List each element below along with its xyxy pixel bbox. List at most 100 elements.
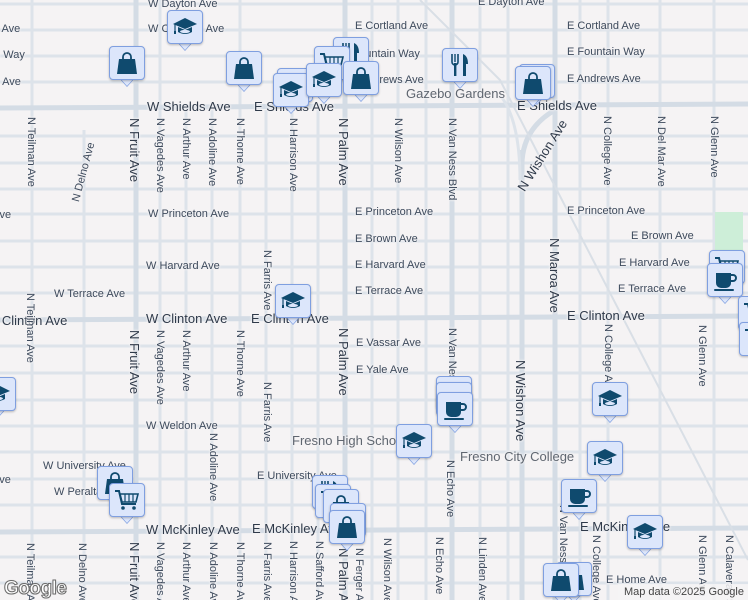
street-label: E Terrace Ave [618, 283, 687, 295]
street-label: W Weldon Ave [146, 420, 218, 432]
cafe-marker[interactable] [437, 392, 473, 436]
google-logo[interactable]: Google [3, 578, 67, 600]
marker-body[interactable] [273, 73, 309, 107]
marker-body[interactable] [226, 51, 262, 85]
marker-pointer-fill [177, 41, 193, 50]
marker-body[interactable] [109, 483, 145, 517]
shopping-marker[interactable] [226, 51, 262, 95]
street-label: E Terrace Ave [355, 285, 424, 297]
marker-body[interactable] [515, 66, 551, 100]
street-label: N Thorne Ave [234, 118, 246, 185]
shopping-marker[interactable] [543, 563, 579, 600]
shopping-marker[interactable] [109, 46, 145, 90]
street-label: E Brown Ave [631, 230, 694, 242]
school-marker[interactable] [396, 424, 432, 468]
coffee-cup-icon [442, 396, 468, 422]
poi-label-fresno-high-school[interactable]: Fresno High School [292, 433, 407, 448]
street-label: N Teilman Ave [25, 117, 37, 187]
marker-body[interactable] [543, 563, 579, 597]
street-label: N Arthur Ave [180, 330, 192, 392]
street-label: E Princeton Ave [567, 205, 646, 217]
cafe-marker[interactable] [707, 263, 743, 307]
marker-body[interactable] [587, 441, 623, 475]
marker-body[interactable] [442, 48, 478, 82]
marker-body[interactable] [275, 284, 311, 318]
marker-body[interactable] [396, 424, 432, 458]
street-label: N Palm Ave [336, 118, 351, 186]
street-label: E Cortland Ave [567, 20, 641, 32]
marker-body[interactable] [627, 515, 663, 549]
street-label: E Harvard Ave [355, 259, 426, 271]
marker-pointer-fill [525, 97, 541, 106]
marker-body[interactable] [167, 10, 203, 44]
marker-body[interactable] [0, 377, 16, 411]
marker-pointer-fill [717, 294, 733, 303]
coffee-cup-icon [566, 483, 592, 509]
street-label: N Adoline Ave [207, 433, 219, 502]
street-label: W Terrace Ave [54, 288, 126, 300]
marker-body[interactable] [109, 46, 145, 80]
marker-pointer-fill [447, 423, 463, 432]
street-label: W Princeton Ave [0, 209, 12, 221]
marker-pointer-fill [406, 455, 422, 464]
graduation-cap-icon [401, 428, 427, 454]
school-marker[interactable] [587, 441, 623, 485]
school-marker[interactable] [627, 515, 663, 559]
school-marker[interactable] [306, 63, 342, 107]
graduation-cap-icon [0, 381, 11, 407]
street-label: N Vagedes Ave [154, 118, 166, 193]
street-label: N Glenn Ave [708, 116, 720, 178]
shopping-marker[interactable] [343, 61, 379, 105]
cafe-marker[interactable] [561, 479, 597, 523]
street-label: N Thorne Ave [234, 542, 246, 600]
shopping-cart-icon [743, 300, 748, 326]
shopping-bag-icon [548, 567, 574, 593]
coffee-cup-icon [712, 267, 738, 293]
marker-body[interactable] [437, 392, 473, 426]
street-label: E Yale Ave [356, 364, 409, 376]
marker-pointer-fill [597, 472, 613, 481]
school-marker[interactable] [592, 382, 628, 426]
marker-body[interactable] [343, 61, 379, 95]
shopping-marker[interactable] [515, 66, 551, 110]
marker-body[interactable] [561, 479, 597, 513]
marker-body[interactable] [739, 322, 748, 356]
street-label: E Vassar Ave [356, 337, 422, 349]
street-label: N Adoline Ave [206, 118, 218, 187]
street-label: N Glenn Ave [696, 535, 708, 597]
marker-body[interactable] [592, 382, 628, 416]
marker-pointer-fill [119, 514, 135, 523]
school-marker[interactable] [275, 284, 311, 328]
street-label: N Arthur Ave [180, 542, 192, 600]
poi-label-fresno-city-college[interactable]: Fresno City College [460, 449, 575, 464]
street-label: N Vagedes Ave [154, 542, 166, 600]
school-marker[interactable] [167, 10, 203, 54]
shopping-bag-icon [114, 50, 140, 76]
street-label: N Palm Ave [336, 328, 351, 396]
street-label: N Fruit Ave [127, 118, 142, 183]
marker-body[interactable] [707, 263, 743, 297]
shopping-marker[interactable] [329, 510, 365, 554]
street-label: N Teilman Ave [24, 543, 36, 600]
street-label: W Dayton Ave [148, 0, 218, 10]
marker-pointer-fill [0, 408, 6, 417]
restaurant-marker[interactable] [442, 48, 478, 92]
shopping-marker[interactable] [739, 322, 748, 366]
marker-pointer-fill [452, 79, 468, 88]
shopping-marker[interactable] [109, 483, 145, 527]
map-attribution[interactable]: Map data ©2025 Google [617, 584, 748, 600]
street-label: N Palm Ave [336, 548, 351, 600]
marker-pointer-fill [637, 546, 653, 555]
street-label: N Ferger Ave [353, 548, 365, 600]
shopping-bag-icon [348, 65, 374, 91]
school-marker[interactable] [0, 377, 16, 421]
street-label: N Farris Ave [261, 250, 273, 311]
marker-pointer-fill [285, 315, 301, 324]
marker-body[interactable] [306, 63, 342, 97]
marker-body[interactable] [329, 510, 365, 544]
park-area [715, 212, 743, 252]
street-label: N Fruit Ave [127, 542, 142, 600]
school-marker[interactable] [273, 73, 309, 117]
poi-label-gazebo-gardens[interactable]: Gazebo Gardens [406, 86, 506, 101]
